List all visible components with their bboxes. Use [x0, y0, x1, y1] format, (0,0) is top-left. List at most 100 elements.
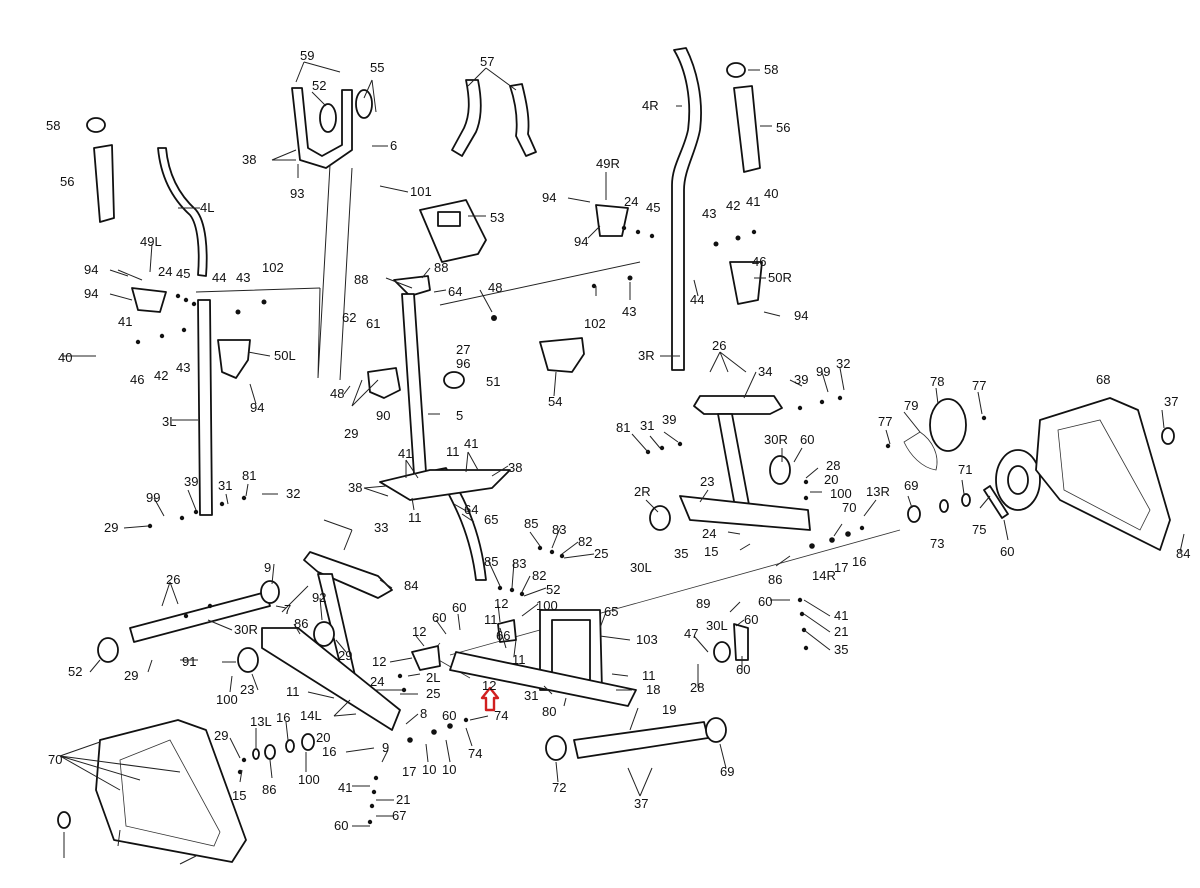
callout-label: 43	[702, 206, 716, 221]
callout-label: 21	[396, 792, 410, 807]
callout-label: 94	[250, 400, 264, 415]
callout-label: 84	[404, 578, 418, 593]
callout-label: 86	[768, 572, 782, 587]
callout-label: 6	[390, 138, 397, 153]
callout-label: 50L	[274, 348, 296, 363]
callout-label: 31	[218, 478, 232, 493]
callout-label: 30L	[706, 618, 728, 633]
frame-parts	[57, 47, 1185, 865]
callout-label: 70	[48, 752, 62, 767]
callout-label: 58	[764, 62, 778, 77]
callout-label: 79	[904, 398, 918, 413]
callout-label: 93	[290, 186, 304, 201]
callout-label: 39	[662, 412, 676, 427]
callout-label: 21	[834, 624, 848, 639]
callout-label: 56	[60, 174, 74, 189]
callout-label: 10	[442, 762, 456, 777]
callout-label: 83	[512, 556, 526, 571]
callout-label: 48	[488, 280, 502, 295]
callout-label: 2R	[634, 484, 651, 499]
callout-label: 83	[552, 522, 566, 537]
callout-label: 27	[456, 342, 470, 357]
callout-label: 61	[366, 316, 380, 331]
callout-label: 37	[1164, 394, 1178, 409]
callout-label: 11	[484, 612, 498, 627]
callout-label: 30R	[234, 622, 258, 637]
callout-label: 12	[482, 678, 496, 693]
callout-label: 102	[262, 260, 284, 275]
callout-label: 60	[452, 600, 466, 615]
callout-label: 49L	[140, 234, 162, 249]
callout-label: 15	[704, 544, 718, 559]
callout-label: 71	[958, 462, 972, 477]
callout-label: 94	[84, 262, 98, 277]
callout-label: 34	[758, 364, 772, 379]
callout-label: 28	[826, 458, 840, 473]
callout-label: 43	[622, 304, 636, 319]
callout-label: 60	[800, 432, 814, 447]
callout-label: 23	[700, 474, 714, 489]
callout-label: 29	[124, 668, 138, 683]
callout-label: 12	[494, 596, 508, 611]
callout-label: 11	[286, 684, 300, 699]
callout-label: 53	[490, 210, 504, 225]
callout-label: 60	[736, 662, 750, 677]
callout-label: 65	[604, 604, 618, 619]
callout-label: 72	[552, 780, 566, 795]
callout-label: 50R	[768, 270, 792, 285]
callout-label: 77	[878, 414, 892, 429]
callout-label: 9	[264, 560, 271, 575]
callout-label: 29	[338, 648, 352, 663]
callout-label: 12	[412, 624, 426, 639]
callout-label: 39	[184, 474, 198, 489]
callout-label: 77	[972, 378, 986, 393]
callout-label: 45	[176, 266, 190, 281]
callout-label: 7	[284, 602, 291, 617]
callout-label: 48	[330, 386, 344, 401]
callout-label: 85	[524, 516, 538, 531]
callout-label: 2L	[426, 670, 440, 685]
callout-label: 82	[578, 534, 592, 549]
callout-label: 46	[130, 372, 144, 387]
callout-label: 14R	[812, 568, 836, 583]
callout-label: 65	[484, 512, 498, 527]
callout-label: 30L	[630, 560, 652, 575]
callout-label: 41	[464, 436, 478, 451]
callout-label: 35	[834, 642, 848, 657]
callout-label: 20	[316, 730, 330, 745]
callout-label: 17	[402, 764, 416, 779]
callout-label: 40	[764, 186, 778, 201]
callout-label: 74	[468, 746, 482, 761]
callout-label: 62	[342, 310, 356, 325]
callout-label: 84	[1176, 546, 1190, 561]
callout-label: 31	[524, 688, 538, 703]
callout-label: 41	[118, 314, 132, 329]
callout-label: 16	[276, 710, 290, 725]
callout-label: 25	[426, 686, 440, 701]
callout-label: 58	[46, 118, 60, 133]
callout-label: 100	[830, 486, 852, 501]
callout-label: 90	[376, 408, 390, 423]
callout-label: 100	[536, 598, 558, 613]
callout-label: 55	[370, 60, 384, 75]
callout-label: 19	[662, 702, 676, 717]
callout-label: 81	[616, 420, 630, 435]
callout-label: 17	[834, 560, 848, 575]
callout-label: 85	[484, 554, 498, 569]
callout-label: 70	[842, 500, 856, 515]
callout-label: 24	[370, 674, 384, 689]
callout-label: 4R	[642, 98, 659, 113]
callout-label: 11	[446, 444, 460, 459]
callout-label: 8	[420, 706, 427, 721]
callout-label: 60	[1000, 544, 1014, 559]
callout-label: 28	[690, 680, 704, 695]
callout-label: 12	[372, 654, 386, 669]
callout-label: 24	[624, 194, 638, 209]
callout-label: 32	[286, 486, 300, 501]
callout-label: 15	[232, 788, 246, 803]
callout-label: 88	[354, 272, 368, 287]
callout-label: 11	[408, 510, 422, 525]
callout-label: 3R	[638, 348, 655, 363]
callout-label: 23	[240, 682, 254, 697]
callout-label: 99	[146, 490, 160, 505]
